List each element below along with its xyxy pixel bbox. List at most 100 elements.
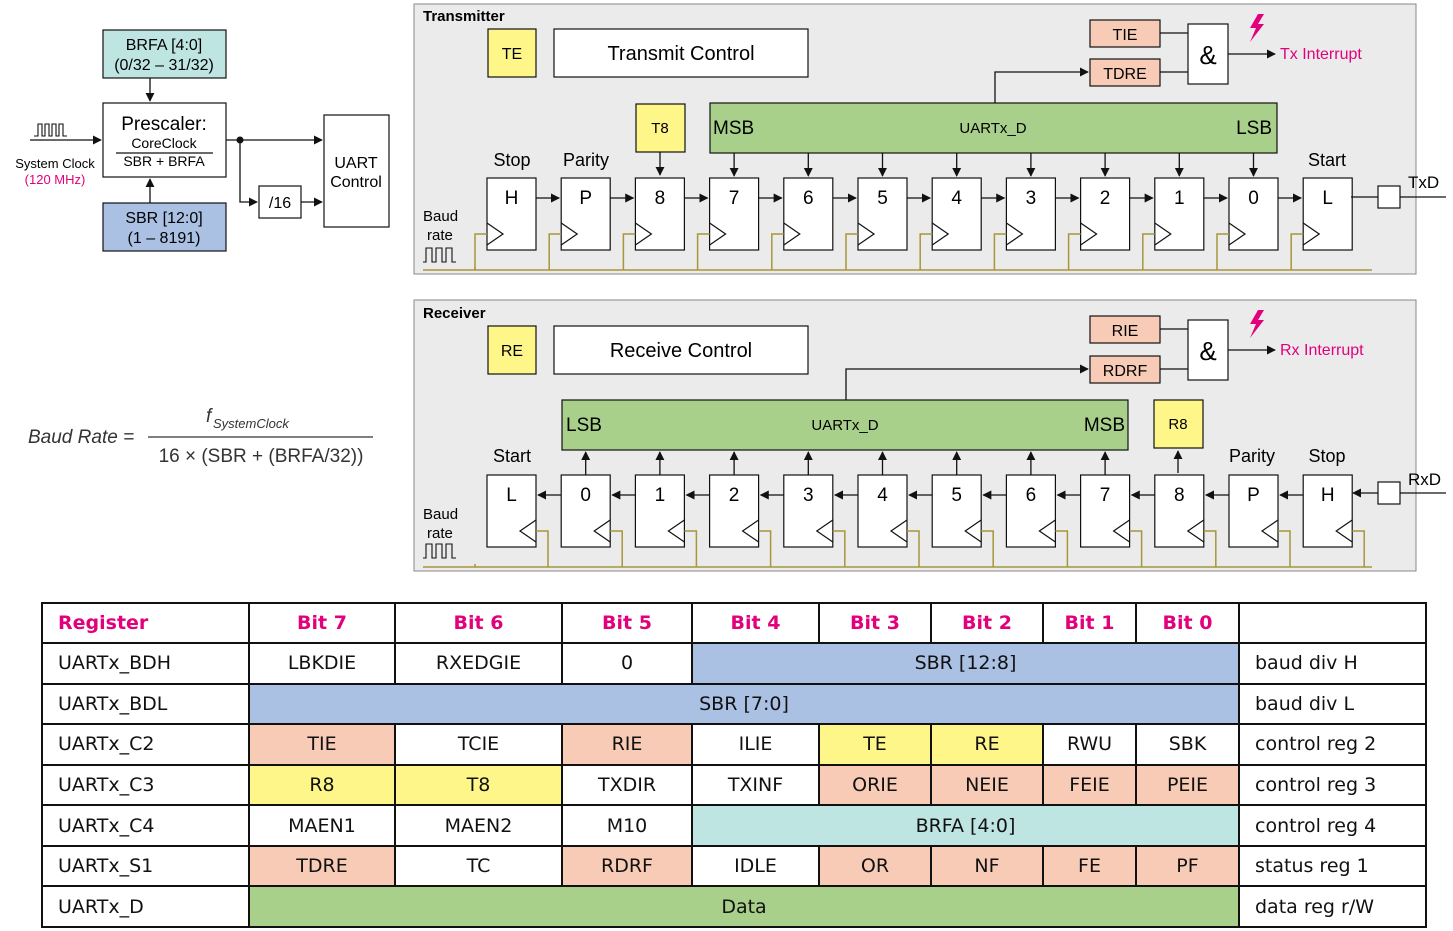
rx-data-register xyxy=(561,399,1129,451)
bit-field: NEIE xyxy=(930,763,1044,807)
tx-baud-pulse-icon xyxy=(423,247,456,263)
bit-field: TIE xyxy=(248,723,396,766)
receiver-clock-triangle-icon xyxy=(964,519,982,543)
register-description: control reg 2 xyxy=(1238,723,1427,766)
bit-field: TC xyxy=(394,844,563,888)
rx-parity-label: Parity xyxy=(1229,446,1275,466)
transmitter-cell-label-3: 7 xyxy=(729,188,740,209)
brfa-box-line1: BRFA [4:0] xyxy=(126,37,202,54)
transmitter-cell-label-9: 1 xyxy=(1174,188,1185,209)
rx-data-register-label: UARTx_D xyxy=(811,417,878,434)
receiver-clock-triangle-icon xyxy=(815,519,834,543)
transmitter-cell-9 xyxy=(1154,177,1205,251)
formula-denominator: 16 × (SBR + (BRFA/32)) xyxy=(159,446,364,467)
rxd-pin xyxy=(1377,481,1401,505)
receiver-cell-label-6: 5 xyxy=(951,485,962,506)
bit-field: TCIE xyxy=(394,723,563,766)
formula-lhs: Baud Rate = xyxy=(28,427,134,448)
rxd-label: RxD xyxy=(1408,470,1441,489)
transmitter-clock-triangle-icon xyxy=(709,222,727,246)
transmitter-cell-label-5: 5 xyxy=(877,188,888,209)
uart-block-diagram: BRFA [4:0] (0/32 – 31/32) Prescaler: Cor… xyxy=(15,3,1446,572)
tx-parity-label: Parity xyxy=(563,150,609,170)
receiver-cell-label-10: P xyxy=(1247,485,1260,506)
sbr-box-line1: SBR [12:0] xyxy=(125,210,202,227)
rx-stop-label: Stop xyxy=(1308,446,1345,466)
bit-field: ILIE xyxy=(691,723,820,766)
receiver-cell-label-2: 1 xyxy=(655,485,666,506)
transmitter-clock-triangle-icon xyxy=(1080,222,1098,246)
system-clock-freq: (120 MHz) xyxy=(25,172,86,187)
register-description: baud div H xyxy=(1238,642,1427,685)
transmitter-cell-10 xyxy=(1228,177,1279,251)
receiver-cell-9 xyxy=(1154,474,1205,548)
transmitter-clock-triangle-icon xyxy=(1154,222,1172,246)
prescaler-denominator: SBR + BRFA xyxy=(123,153,205,169)
tx-interrupt-lightning-icon xyxy=(1250,14,1264,42)
transmitter-clock-triangle-icon xyxy=(486,222,505,246)
tdre-box xyxy=(1089,58,1161,87)
transmitter-cell-label-4: 6 xyxy=(803,188,814,209)
bit-field: M10 xyxy=(561,804,693,847)
receive-control-label: Receive Control xyxy=(610,340,752,362)
bit-field: NF xyxy=(930,844,1044,888)
register-name: UARTx_BDL xyxy=(41,682,250,726)
receiver-cell-10 xyxy=(1228,474,1279,548)
tx-data-register-label: UARTx_D xyxy=(959,120,1026,137)
receiver-clock-triangle-icon xyxy=(741,519,759,543)
receiver-clock-triangle-icon xyxy=(1186,519,1205,543)
r8-box xyxy=(1153,399,1204,449)
formula-f: f xyxy=(206,406,213,427)
bit-field: LBKDIE xyxy=(248,642,396,685)
re-label: RE xyxy=(501,343,523,360)
receiver-clock-triangle-icon xyxy=(1038,519,1056,543)
bit-field: MAEN1 xyxy=(248,804,396,847)
uart-control-box xyxy=(323,114,390,228)
sbr-box xyxy=(102,202,227,252)
receiver-cell-7 xyxy=(1005,474,1057,548)
receiver-cell-label-0: L xyxy=(506,485,517,506)
receiver-cell-label-4: 3 xyxy=(803,485,814,506)
transmitter-cell-3 xyxy=(708,177,760,251)
header-bit-4: Bit 4 xyxy=(691,602,820,644)
tx-lsb-label: LSB xyxy=(1236,118,1272,139)
transmitter-clock-triangle-icon xyxy=(783,222,801,246)
receiver-cell-5 xyxy=(857,474,908,548)
bit-field: IDLE xyxy=(691,844,820,888)
t8-label: T8 xyxy=(651,120,669,137)
register-description: baud div L xyxy=(1238,682,1427,726)
receiver-cell-3 xyxy=(708,474,760,548)
header-bit-6: Bit 6 xyxy=(394,602,563,644)
tdre-label: TDRE xyxy=(1103,66,1147,83)
rie-box xyxy=(1089,315,1161,344)
bit-field: PEIE xyxy=(1135,763,1240,807)
receiver-cell-label-8: 7 xyxy=(1100,485,1111,506)
transmitter-cell-label-7: 3 xyxy=(1026,188,1037,209)
transmitter-cell-6 xyxy=(931,177,982,251)
bit-field: FE xyxy=(1042,844,1137,888)
receiver-cell-6 xyxy=(931,474,982,548)
header-bit-1: Bit 1 xyxy=(1042,602,1137,644)
tx-msb-label: MSB xyxy=(713,118,754,139)
bit-field: T8 xyxy=(394,763,563,807)
transmitter-title: Transmitter xyxy=(423,8,505,25)
receiver-clock-triangle-icon xyxy=(1260,519,1279,543)
te-label: TE xyxy=(502,46,522,63)
register-name: UARTx_C4 xyxy=(41,804,250,847)
bit-field: R8 xyxy=(248,763,396,807)
txd-pin xyxy=(1377,185,1401,209)
register-name: UARTx_S1 xyxy=(41,844,250,888)
bit-field: SBR [12:8] xyxy=(691,642,1240,685)
register-name: UARTx_C3 xyxy=(41,763,250,807)
transmitter-clock-triangle-icon xyxy=(1228,222,1247,246)
receiver-cell-label-5: 4 xyxy=(877,485,888,506)
bit-field: MAEN2 xyxy=(394,804,563,847)
rdrf-label: RDRF xyxy=(1103,363,1148,380)
bit-field: Data xyxy=(248,885,1240,928)
transmitter-clock-triangle-icon xyxy=(931,222,950,246)
